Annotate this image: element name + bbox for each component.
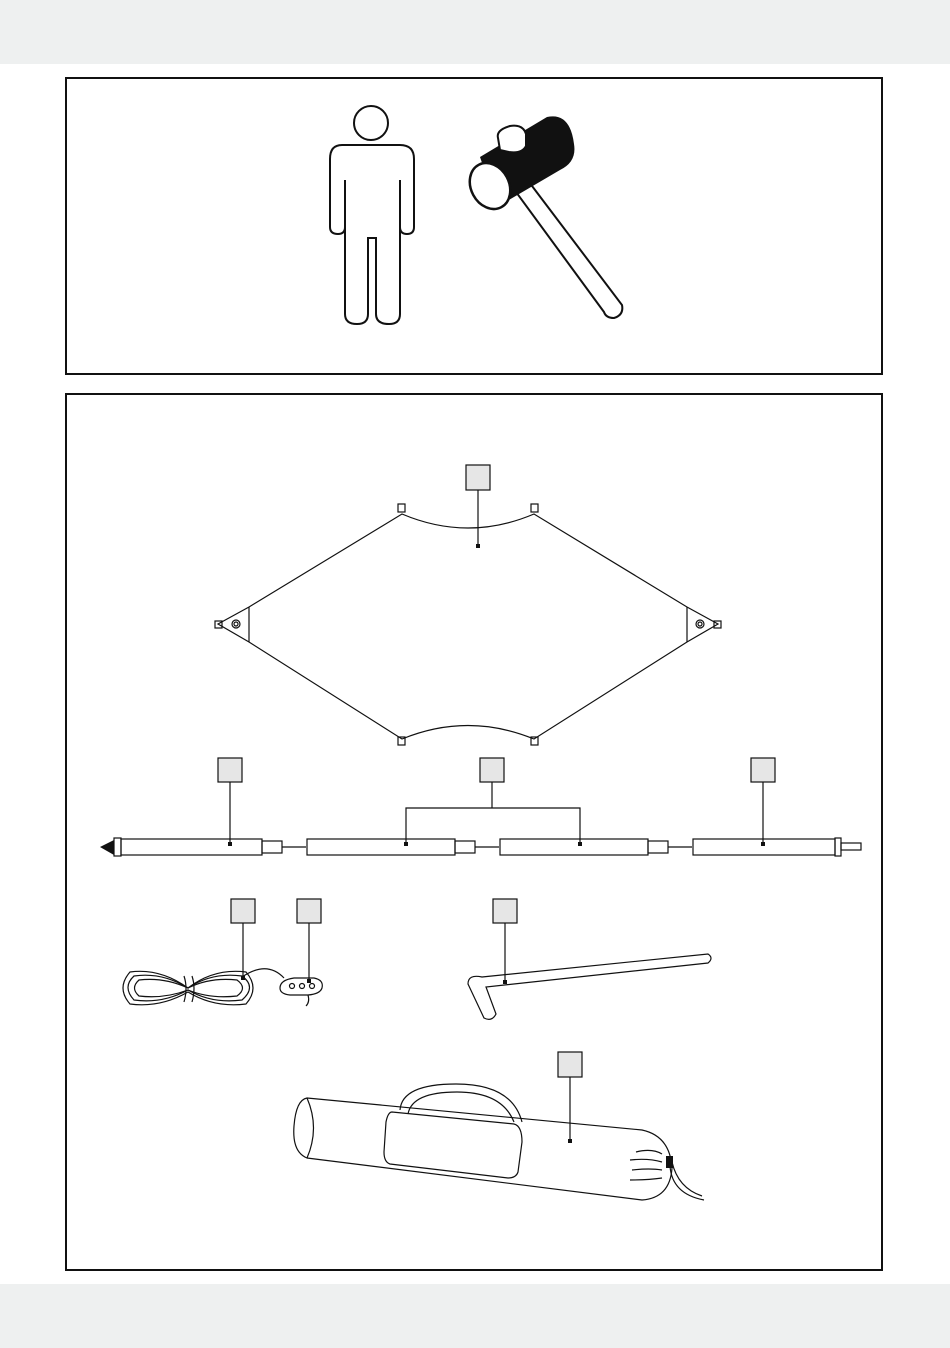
rope-tensioner <box>280 922 322 1006</box>
mallet-icon <box>462 116 622 318</box>
pole-middle-sections <box>307 782 692 855</box>
pole-top-section <box>693 782 861 856</box>
tools-panel <box>65 77 883 375</box>
part-label-pole-bottom <box>218 758 242 782</box>
part-label-bag <box>558 1052 582 1077</box>
part-label-rope <box>231 899 255 923</box>
tarp-sheet <box>215 490 721 745</box>
part-label-boxes <box>218 465 775 1077</box>
footer-band <box>0 1284 950 1348</box>
part-label-peg <box>493 899 517 923</box>
person-icon <box>330 106 414 324</box>
pole-bottom-section <box>100 782 306 856</box>
tools-illustration <box>67 79 881 373</box>
parts-panel <box>65 393 883 1271</box>
tent-peg <box>468 922 711 1019</box>
part-label-pole-top <box>751 758 775 782</box>
guy-rope-coil <box>123 922 284 1005</box>
header-band <box>0 0 950 64</box>
part-label-pole-middle <box>480 758 504 782</box>
parts-illustration <box>67 395 881 1269</box>
part-label-tensioner <box>297 899 321 923</box>
storage-bag <box>294 1077 704 1200</box>
part-label-tarp <box>466 465 490 490</box>
